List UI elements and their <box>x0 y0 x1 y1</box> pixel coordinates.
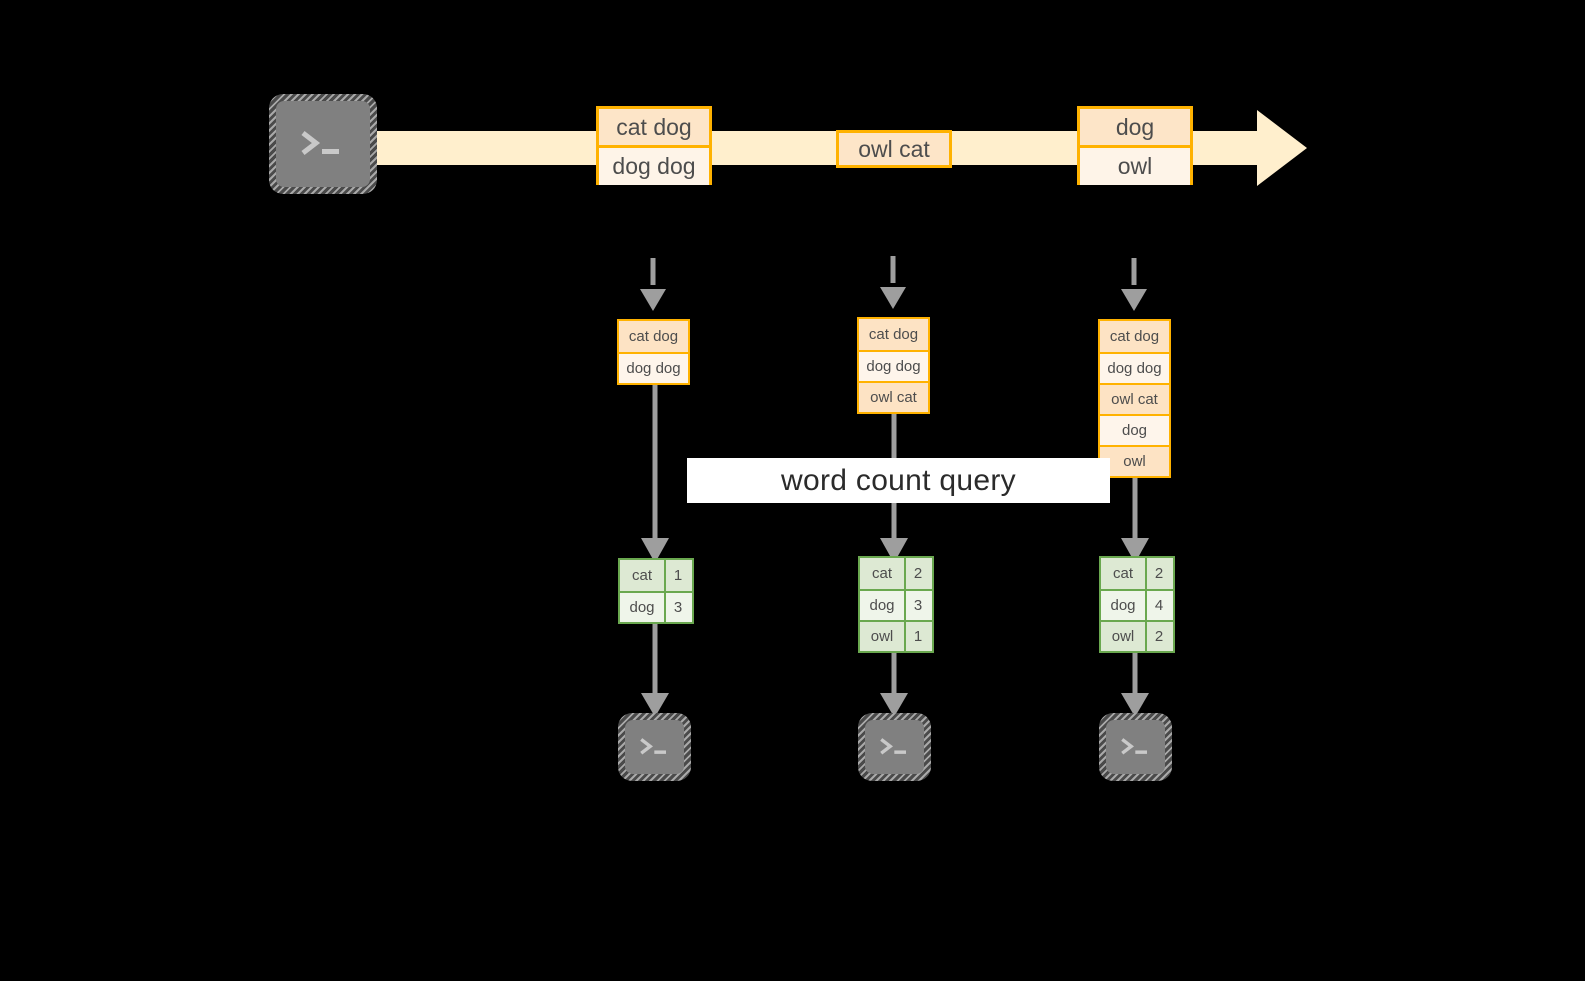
trigger-3-result-word-3: owl <box>1101 622 1147 651</box>
source-terminal-body <box>276 101 370 187</box>
query-banner-label: word count query <box>781 463 1016 497</box>
trigger-2-sink-terminal-icon <box>858 713 931 781</box>
trigger-3-unbounded-table: cat dog dog dog owl cat dog owl <box>1098 319 1171 478</box>
table-row: cat 2 <box>860 558 932 589</box>
trigger-3-sink-terminal-body <box>1106 720 1165 774</box>
trigger-3-row-3: owl cat <box>1100 383 1169 414</box>
table-row: owl 2 <box>1101 620 1173 651</box>
trigger-2-result-count-2: 3 <box>913 597 923 614</box>
trigger-3-row-5: owl <box>1100 445 1169 476</box>
trigger-2-row-3: owl cat <box>859 381 928 412</box>
trigger-2-result-word-3: owl <box>860 622 906 651</box>
stream-record-3-line-2: owl <box>1080 145 1190 185</box>
trigger-3-sink-terminal-icon <box>1099 713 1172 781</box>
trigger-1-result-word-2: dog <box>620 593 666 622</box>
trigger-2-result-count-1: 2 <box>913 565 923 582</box>
source-terminal-icon <box>269 94 377 194</box>
trigger-3-result-count-3: 2 <box>1154 628 1164 645</box>
stream-record-1-line-2: dog dog <box>599 145 709 185</box>
trigger-2-result-word-2: dog <box>860 591 906 620</box>
trigger-1-result-count-2: 3 <box>673 599 683 616</box>
trigger-1-sink-terminal-icon <box>618 713 691 781</box>
trigger-1-row-1: cat dog <box>619 321 688 352</box>
trigger-3-row-2: dog dog <box>1100 352 1169 383</box>
trigger-1-result-count-1: 1 <box>673 567 683 584</box>
trigger-1-result-word-1: cat <box>620 560 666 591</box>
trigger-3-feed-arrowhead <box>1121 289 1147 311</box>
table-row: dog 3 <box>860 589 932 620</box>
trigger-2-sink-terminal-body <box>865 720 924 774</box>
trigger-1-result-table: cat 1 dog 3 <box>618 558 694 624</box>
query-banner: word count query <box>687 458 1110 503</box>
prompt-glyph-icon <box>301 131 339 155</box>
trigger-2-feed-arrowhead <box>880 287 906 309</box>
trigger-1-row-2: dog dog <box>619 352 688 383</box>
trigger-2-row-2: dog dog <box>859 350 928 381</box>
trigger-3-row-1: cat dog <box>1100 321 1169 352</box>
trigger-1-unbounded-table: cat dog dog dog <box>617 319 690 385</box>
prompt-glyph-icon <box>879 738 906 755</box>
table-row: dog 3 <box>620 591 692 622</box>
table-row: cat 1 <box>620 560 692 591</box>
trigger-2-unbounded-table: cat dog dog dog owl cat <box>857 317 930 414</box>
table-row: owl 1 <box>860 620 932 651</box>
stream-record-1: cat dog dog dog <box>596 106 712 185</box>
trigger-3-result-table: cat 2 dog 4 owl 2 <box>1099 556 1175 653</box>
stream-record-3: dog owl <box>1077 106 1193 185</box>
trigger-3-result-count-1: 2 <box>1154 565 1164 582</box>
trigger-2-result-table: cat 2 dog 3 owl 1 <box>858 556 934 653</box>
trigger-3-row-4: dog <box>1100 414 1169 445</box>
table-row: cat 2 <box>1101 558 1173 589</box>
trigger-3-result-count-2: 4 <box>1154 597 1164 614</box>
table-row: dog 4 <box>1101 589 1173 620</box>
prompt-glyph-icon <box>639 738 666 755</box>
trigger-2-result-count-3: 1 <box>913 628 923 645</box>
trigger-2-result-word-1: cat <box>860 558 906 589</box>
prompt-glyph-icon <box>1120 738 1147 755</box>
trigger-1-sink-terminal-body <box>625 720 684 774</box>
trigger-1-feed-arrowhead <box>640 289 666 311</box>
stream-record-2-line-1: owl cat <box>839 133 949 165</box>
trigger-2-row-1: cat dog <box>859 319 928 350</box>
stream-record-2: owl cat <box>836 130 952 168</box>
stream-record-3-line-1: dog <box>1080 109 1190 145</box>
stream-record-1-line-1: cat dog <box>599 109 709 145</box>
trigger-3-result-word-1: cat <box>1101 558 1147 589</box>
trigger-3-result-word-2: dog <box>1101 591 1147 620</box>
